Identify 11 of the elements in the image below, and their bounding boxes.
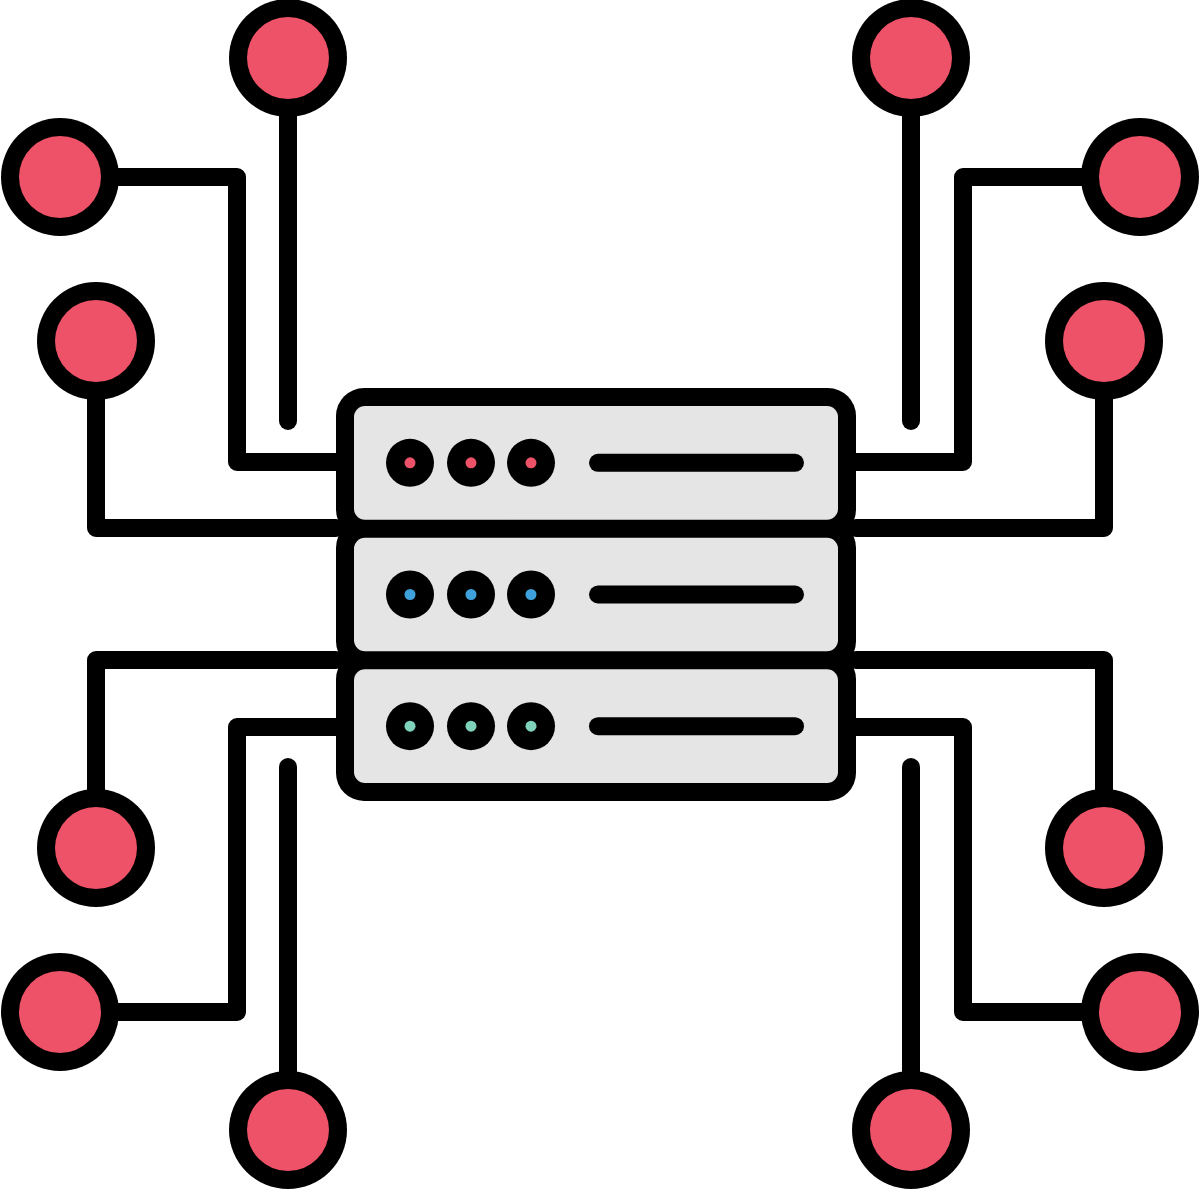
node-circle xyxy=(1045,789,1163,907)
server-rack-drawing xyxy=(336,388,856,801)
node-circle xyxy=(852,1071,970,1189)
node-circle xyxy=(1081,953,1199,1071)
node-circle xyxy=(229,1071,347,1189)
node-circle xyxy=(37,789,155,907)
node-circle xyxy=(1045,282,1163,400)
node-circle xyxy=(37,282,155,400)
node-circle xyxy=(1081,118,1199,236)
node-circle xyxy=(1,953,119,1071)
node-circle xyxy=(1,118,119,236)
